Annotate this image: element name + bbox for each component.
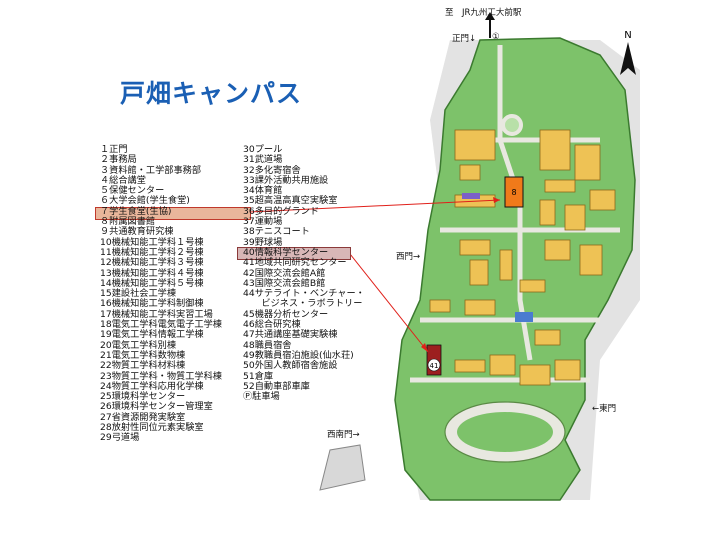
building-list-item: 30プール	[243, 144, 283, 155]
building-list-item: ３資料館・工学部事務部	[100, 164, 202, 176]
building-list-item: 23物質工学科・物質工学科棟	[100, 370, 222, 382]
building-list-item: 10機械知能工学科１号棟	[100, 236, 204, 248]
access-arrow-head	[485, 12, 495, 20]
building-list-item: 42国際交流会館A館	[243, 267, 326, 279]
building-list-item: 41地域共同研究センター	[243, 257, 347, 269]
building-list-item: 17機械知能工学科実習工場	[100, 308, 213, 320]
collab-center-number: 41	[430, 362, 439, 370]
building-list-item: 15建設社会工学棟	[100, 288, 177, 300]
building-list-item: 48職員宿舎	[243, 339, 292, 351]
building-list-item: ４総合講堂	[100, 174, 146, 186]
building-list-item: 26環境科学センター管理室	[100, 401, 213, 413]
building-list-item: 50外国人教師宿舎施設	[243, 360, 338, 372]
main-gate-number: ①	[492, 32, 500, 42]
compass-label: N	[624, 30, 632, 41]
building-list-item: Ⓟ駐車場	[243, 391, 280, 403]
north-arrow	[620, 42, 636, 75]
building-list-item: 12機械知能工学科３号棟	[100, 257, 204, 269]
building-list-item: 18電気工学科電気電子工学棟	[100, 319, 222, 331]
baseball-field	[319, 444, 366, 491]
campus-buildings	[429, 129, 616, 428]
building-list-item: 11機械知能工学科２号棟	[100, 246, 204, 258]
building-list-item: ビジネス・ラボラトリー	[243, 298, 363, 310]
building-list-item: 34体育館	[243, 185, 283, 197]
building-list-item: 21電気工学科数物棟	[100, 349, 186, 361]
library-number: 8	[511, 188, 516, 197]
building-list-item: 24物質工学科応用化学棟	[100, 380, 204, 392]
main-gate-label: 正門↓	[452, 34, 477, 44]
collab-highlight-box	[237, 247, 351, 260]
building-list-item: 29弓道場	[100, 432, 140, 444]
building-list-item: 19電気工学科情報工学棟	[100, 329, 204, 341]
building-list-item: 45機器分析センター	[243, 308, 329, 320]
building-list-item: ５保健センター	[100, 185, 165, 197]
building-list-item: 49教職員宿泊施設(仙水荘)	[243, 349, 354, 361]
building-list-item: 38テニスコート	[243, 226, 310, 238]
collab-center-badge	[427, 358, 441, 372]
building-list-item: 36多目的グランド	[243, 205, 320, 217]
building-list-item: 16機械知能工学科制御棟	[100, 298, 204, 310]
library-arrowhead	[493, 197, 500, 203]
building-list-item: 22物質工学科材料棟	[100, 360, 186, 372]
building-list-item: 20電気工学科別棟	[100, 339, 177, 351]
building-list-item: 25環境科学センター	[100, 391, 186, 403]
track-field	[457, 412, 553, 452]
collab-arrowhead	[421, 343, 428, 352]
collab-connector	[349, 253, 429, 353]
east-gate-label: ←東門	[592, 404, 617, 414]
building-list-item: ７学生食堂(生協)	[100, 205, 172, 217]
library-connector	[249, 199, 501, 213]
building-list-item: 52自動車部車庫	[243, 380, 310, 392]
building-list-item: 46総合研究棟	[243, 319, 301, 331]
southwest-gate-label: 西南門→	[327, 430, 360, 440]
building-list-item: 27省資源開発実験室	[100, 411, 186, 423]
roundabout	[501, 114, 523, 136]
building-list-item: 35超高温高真空実験室	[243, 195, 338, 207]
building-list-item: １正門	[100, 144, 128, 155]
building-list-item: ６大学会館(学生食堂)	[100, 195, 190, 207]
building-list-item: 44サテライト・ベンチャー・	[243, 288, 365, 300]
pool	[515, 312, 533, 322]
building-list-item: 39野球場	[243, 236, 283, 248]
west-gate-label: 西門→	[396, 252, 421, 262]
building-list-item: 40情報科学センター	[243, 246, 329, 258]
water-marker	[462, 193, 480, 199]
page-title: 戸畑キャンパス	[120, 79, 303, 108]
building-list-item: 51倉庫	[243, 370, 274, 382]
building-list-item: 32多化寄宿舎	[243, 164, 301, 176]
building-list-item: 47共通講座基礎実験棟	[243, 329, 338, 341]
building-list-item: 33課外活動共用施設	[243, 174, 329, 186]
library-marker	[504, 176, 524, 208]
building-list-item: ８附属図書館	[100, 216, 156, 228]
building-list-item: 14機械知能工学科５号棟	[100, 277, 204, 289]
building-list-item: 28放射性同位元素実験室	[100, 422, 204, 434]
building-list-item: 31武道場	[243, 154, 283, 166]
building-list-item: ９共通教育研究棟	[100, 226, 174, 238]
access-label: 至 JR九州工大前駅	[445, 8, 522, 18]
building-list-item: ２事務局	[100, 154, 137, 166]
library-highlight-box	[95, 207, 251, 220]
building-list-item: 13機械知能工学科４号棟	[100, 267, 204, 279]
building-list-item: 37運動場	[243, 216, 283, 228]
building-list-item: 43国際交流会館B館	[243, 277, 326, 289]
